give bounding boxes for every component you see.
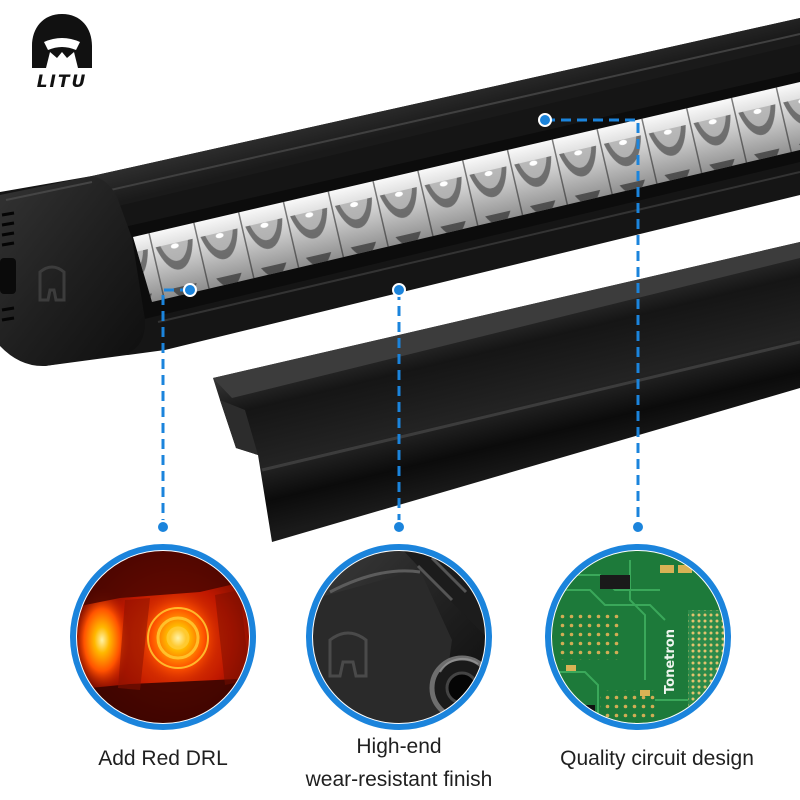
drl-glow-right <box>134 588 222 688</box>
closeup-ring-drl <box>70 544 256 730</box>
closeup-ring-finish <box>306 544 492 730</box>
pcb-silkscreen-text: Tonetron <box>663 629 678 694</box>
callout-anchor-finish <box>392 283 406 297</box>
lens-cover-body <box>213 242 800 542</box>
led-reflectors <box>133 82 800 302</box>
feature-label-circuit: Quality circuit design <box>560 747 754 770</box>
feature-label-drl: Add Red DRL <box>98 747 228 770</box>
end-cap-chamfer <box>5 181 93 201</box>
pcb-ic-chip <box>600 575 630 589</box>
closeup-red-drl <box>70 544 256 730</box>
closeup-ring-circuit <box>545 544 731 730</box>
closeup-circuit-board: Tonetron <box>545 544 731 730</box>
lens-cover <box>213 242 800 542</box>
pcb-via-field <box>560 610 620 660</box>
drl-glow-left <box>75 588 132 692</box>
housing-face <box>311 570 452 725</box>
callout-end-drl <box>156 520 170 534</box>
light-bar <box>0 18 800 367</box>
end-cap-mount-boss <box>0 258 16 294</box>
callout-end-finish <box>392 520 406 534</box>
light-bar-end-cap <box>0 176 146 367</box>
callout-anchor-circuit <box>538 113 552 127</box>
lens-cover-highlight <box>261 340 800 472</box>
light-bar-top-face <box>92 18 800 206</box>
lens-cover-end-flange <box>220 400 258 455</box>
logo-text: LITU <box>37 72 88 92</box>
helmet-visor <box>44 38 80 50</box>
callout-line-drl <box>161 288 190 527</box>
end-cap-emboss-logo <box>38 265 66 302</box>
lens-lower-lip <box>157 171 800 323</box>
closeup-housing-finish <box>306 544 492 730</box>
drl-reflector-rings <box>147 607 209 669</box>
feature-label-finish-line2: wear-resistant finish <box>305 768 493 791</box>
housing-emboss-logo <box>328 631 368 678</box>
callouts <box>156 113 645 534</box>
end-cap-vents <box>1 211 15 322</box>
lens-cover-top-lip <box>213 242 800 398</box>
feature-label-finish-line1: High-end <box>356 735 441 758</box>
callout-anchor-drl <box>183 283 197 297</box>
callout-end-circuit <box>631 520 645 534</box>
brand-logo: LITU <box>32 14 92 92</box>
light-bar-top-groove <box>105 33 800 192</box>
